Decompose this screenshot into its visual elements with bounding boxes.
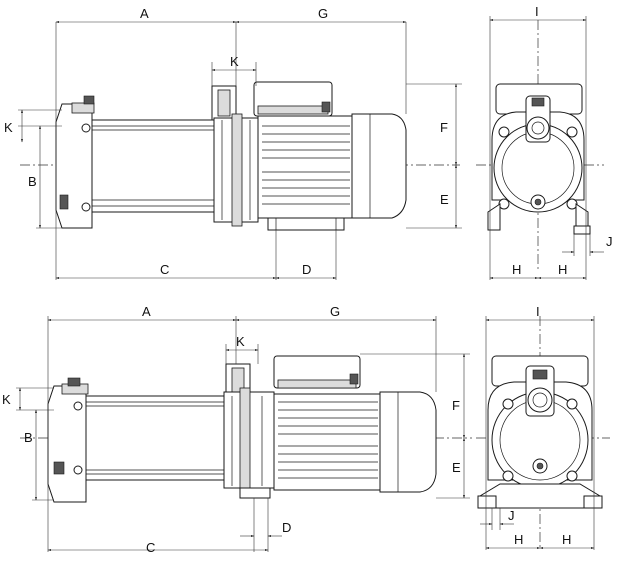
top-end-label-h-left: H — [512, 262, 521, 277]
bottom-drain-plug — [53, 461, 65, 475]
top-label-b: B — [28, 174, 37, 189]
bottom-end-discharge-port — [527, 387, 553, 413]
bottom-motor-fins — [278, 401, 378, 479]
bottom-side-view: A G K K B C D F E — [2, 304, 472, 555]
top-end-label-h-right: H — [558, 262, 567, 277]
top-side-view: A G K K B C D F E — [4, 6, 462, 280]
top-end-foot-pad — [573, 225, 591, 235]
top-motor-body — [257, 115, 353, 219]
top-end-bolt-1 — [498, 126, 510, 138]
top-fan-cover — [351, 113, 407, 219]
top-label-k-vertical: K — [4, 120, 13, 135]
bottom-label-c: C — [146, 540, 155, 555]
bottom-cable-gland — [349, 373, 359, 385]
bottom-end-bolt-3 — [502, 470, 514, 482]
bottom-label-a: A — [142, 304, 151, 319]
top-label-g: G — [318, 6, 328, 21]
top-end-label-j: J — [606, 234, 613, 249]
bottom-label-b: B — [24, 430, 33, 445]
bottom-label-e: E — [452, 460, 461, 475]
top-discharge-inner — [217, 89, 231, 117]
bottom-end-label-j: J — [508, 508, 515, 523]
bottom-end-label-h-right: H — [562, 532, 571, 547]
bottom-label-k-vertical: K — [2, 392, 11, 407]
top-bolt-1 — [81, 123, 91, 133]
top-end-view: I H H J — [476, 4, 613, 280]
top-end-foot-left — [487, 203, 501, 231]
bottom-end-foot-right — [583, 495, 603, 509]
top-end-bolt-4 — [566, 198, 578, 210]
top-end-bolt-2 — [566, 126, 578, 138]
bottom-discharge-flange — [239, 387, 251, 493]
top-motor-foot — [267, 217, 345, 231]
bottom-end-base — [479, 483, 601, 509]
top-discharge-flange — [231, 113, 243, 227]
top-end-label-i: I — [535, 4, 539, 19]
top-label-d: D — [302, 262, 311, 277]
top-label-c: C — [160, 262, 169, 277]
top-label-f: F — [440, 120, 448, 135]
bottom-fill-plug — [67, 377, 81, 387]
top-cable-gland — [321, 101, 331, 113]
bottom-bolt-2 — [73, 465, 83, 475]
bottom-fan-cover — [379, 391, 437, 493]
top-label-k-horizontal: K — [230, 54, 239, 69]
bottom-terminal-box-base — [277, 379, 357, 389]
top-end-fill-plug — [531, 97, 545, 107]
top-terminal-box-base — [257, 105, 329, 115]
bottom-label-f: F — [452, 398, 460, 413]
bottom-discharge-foot — [239, 487, 271, 499]
top-cap-flange-top — [71, 102, 95, 114]
top-fill-plug — [83, 95, 95, 105]
bottom-stage-body — [85, 395, 225, 481]
bottom-end-fill-plug — [532, 369, 548, 380]
top-end-bolt-3 — [498, 198, 510, 210]
bottom-end-bolt-1 — [502, 398, 514, 410]
bottom-label-k-horizontal: K — [236, 334, 245, 349]
top-motor-fins — [262, 125, 350, 205]
top-bolt-2 — [81, 202, 91, 212]
top-drain-plug — [59, 194, 69, 210]
bottom-end-foot-left — [477, 495, 497, 509]
top-label-e: E — [440, 192, 449, 207]
bottom-end-bolt-4 — [566, 470, 578, 482]
bottom-end-label-i: I — [536, 304, 540, 319]
top-end-discharge-port — [526, 116, 550, 140]
bottom-label-d: D — [282, 520, 291, 535]
top-stage-body — [91, 119, 215, 213]
bottom-end-bolt-2 — [566, 398, 578, 410]
bottom-end-view: I H H J — [476, 304, 610, 550]
top-label-a: A — [140, 6, 149, 21]
bottom-label-g: G — [330, 304, 340, 319]
bottom-end-label-h-left: H — [514, 532, 523, 547]
bottom-motor-body — [273, 393, 381, 491]
bottom-bolt-1 — [73, 401, 83, 411]
